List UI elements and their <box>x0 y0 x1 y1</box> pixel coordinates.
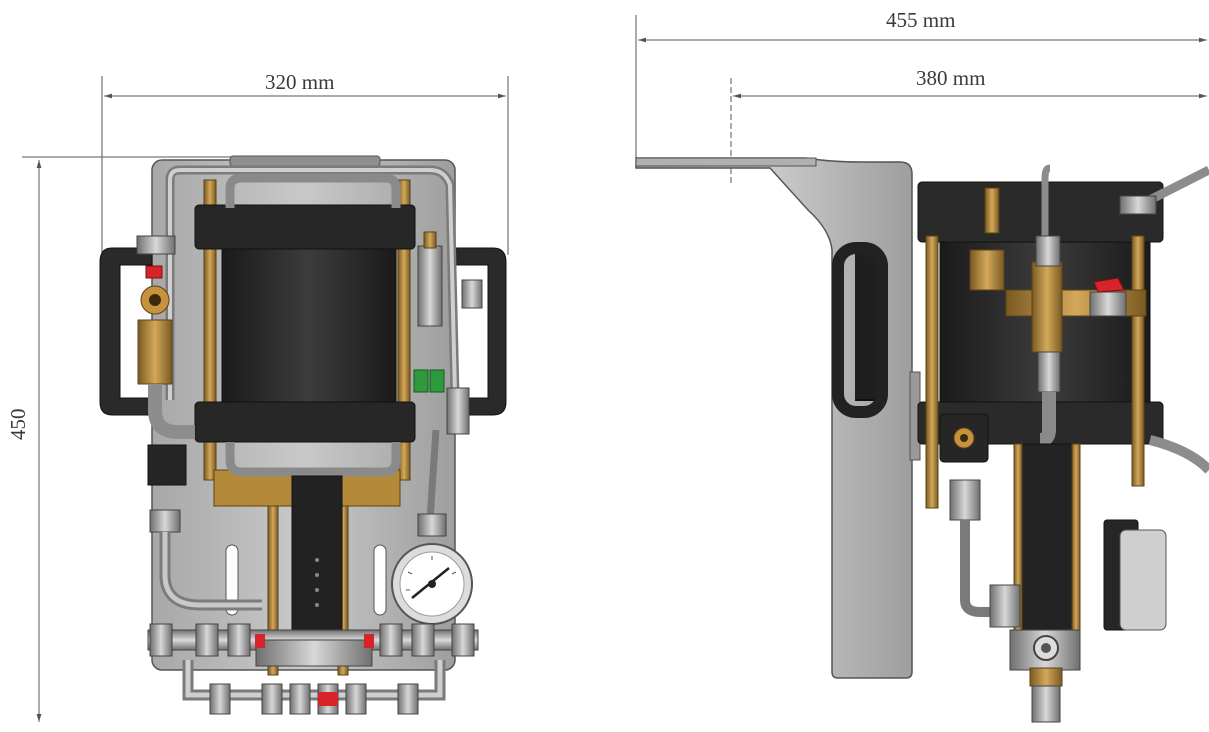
cylinder-top-cap <box>194 204 416 250</box>
wall-bracket <box>635 157 913 679</box>
mount-depth-label: 380 mm <box>916 66 986 90</box>
dimension-lines <box>22 15 1207 722</box>
valve-red-handle <box>145 265 163 279</box>
side-valve-red-handle <box>1093 277 1125 293</box>
plate-slot <box>373 544 387 616</box>
cylinder-bottom-grip <box>225 442 401 477</box>
filter-regulator <box>417 245 443 327</box>
side-view-pump <box>635 157 1209 723</box>
side-handle <box>832 242 888 418</box>
front-view-pump <box>99 155 507 715</box>
brass-fitting <box>137 319 173 385</box>
black-block <box>147 444 187 486</box>
front-width-label: 320 mm <box>265 70 335 94</box>
hydraulic-section <box>291 475 343 637</box>
green-indicator <box>413 369 429 393</box>
side-hydraulic-section <box>1017 443 1077 635</box>
green-indicator <box>429 369 445 393</box>
height-label: 450 <box>6 408 30 441</box>
air-cylinder <box>221 239 397 411</box>
side-pressure-gauge <box>1119 529 1167 631</box>
overall-depth-label: 455 mm <box>886 8 956 32</box>
plate-slot <box>225 544 239 616</box>
cylinder-top-grip <box>225 173 401 208</box>
cylinder-bottom-cap <box>194 401 416 443</box>
